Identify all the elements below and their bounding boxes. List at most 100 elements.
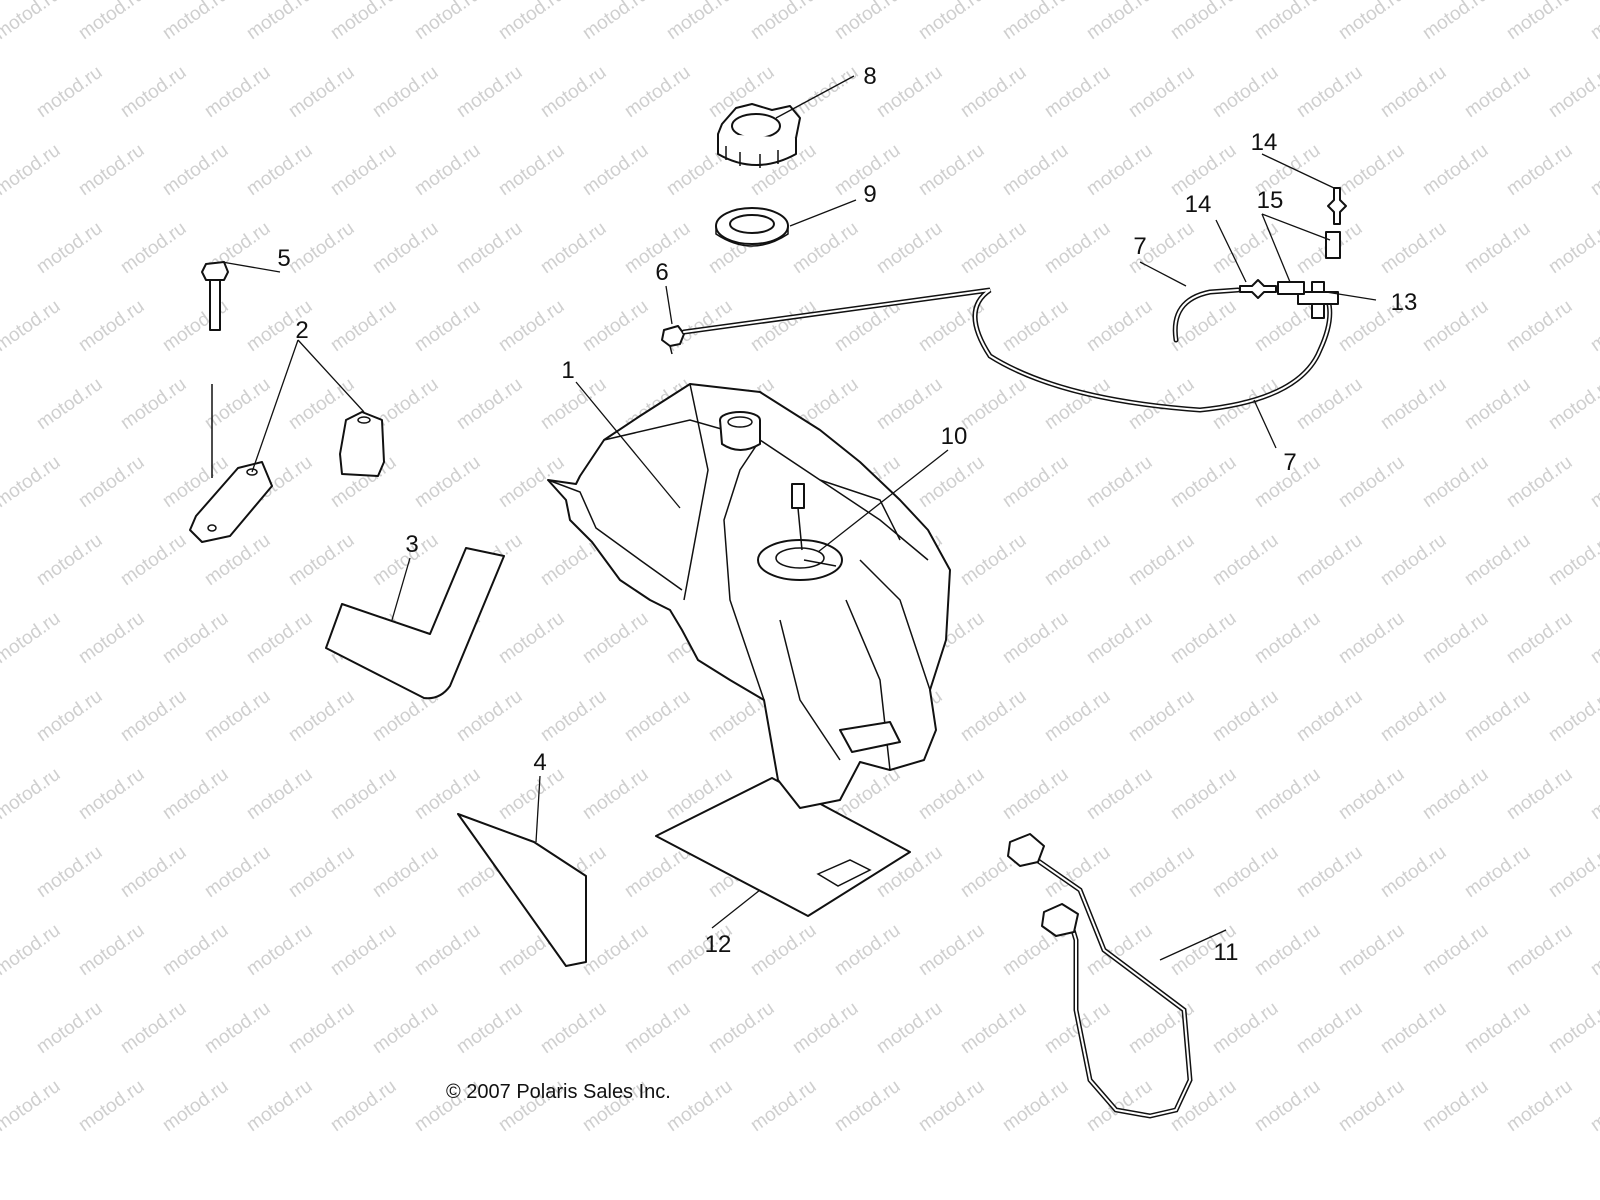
copyright-notice: © 2007 Polaris Sales Inc.: [446, 1081, 671, 1103]
watermark-text: motod.ru: [327, 296, 400, 356]
watermark-text: motod.ru: [201, 842, 274, 902]
watermark-text: motod.ru: [1083, 764, 1156, 824]
watermark-text: motod.ru: [999, 1076, 1072, 1136]
watermark-text: motod.ru: [33, 998, 106, 1058]
side-pad: [457, 813, 587, 967]
watermark-text: motod.ru: [243, 1076, 316, 1136]
watermark-text: motod.ru: [1377, 218, 1450, 278]
watermark-text: motod.ru: [1419, 608, 1492, 668]
watermark-text: motod.ru: [1545, 998, 1600, 1058]
watermark-text: motod.ru: [75, 608, 148, 668]
watermark-text: motod.ru: [1293, 62, 1366, 122]
watermark-text: motod.ru: [579, 920, 652, 980]
cap-seal-ring: [715, 207, 789, 247]
callout-1: 1: [561, 357, 574, 384]
watermark-text: motod.ru: [915, 764, 988, 824]
watermark-text: motod.ru: [1125, 686, 1198, 746]
vent-fitting: [661, 325, 685, 355]
watermark-text: motod.ru: [1461, 374, 1534, 434]
watermark-text: motod.ru: [1419, 1076, 1492, 1136]
watermark-text: motod.ru: [537, 998, 610, 1058]
watermark-text: motod.ru: [1503, 1076, 1576, 1136]
fuel-tank: [547, 383, 951, 809]
watermark-text: motod.ru: [1503, 0, 1576, 44]
watermark-text: motod.ru: [411, 920, 484, 980]
watermark-text: motod.ru: [1167, 608, 1240, 668]
watermark-text: motod.ru: [327, 0, 400, 44]
watermark-text: motod.ru: [747, 920, 820, 980]
watermark-text: motod.ru: [0, 764, 64, 824]
watermark-text: motod.ru: [33, 218, 106, 278]
watermark-text: motod.ru: [873, 998, 946, 1058]
watermark-text: motod.ru: [453, 686, 526, 746]
watermark-text: motod.ru: [285, 218, 358, 278]
watermark-text: motod.ru: [117, 218, 190, 278]
watermark-text: motod.ru: [1041, 530, 1114, 590]
watermark-text: motod.ru: [0, 920, 64, 980]
watermark-text: motod.ru: [1251, 608, 1324, 668]
watermark-text: motod.ru: [1083, 296, 1156, 356]
watermark-text: motod.ru: [243, 0, 316, 44]
check-valve-lower: [1239, 279, 1277, 299]
watermark-text: motod.ru: [159, 608, 232, 668]
watermark-text: motod.ru: [1419, 296, 1492, 356]
watermark-text: motod.ru: [873, 62, 946, 122]
watermark-text: motod.ru: [0, 0, 64, 44]
callout-13: 13: [1391, 289, 1418, 316]
watermark-text: motod.ru: [1419, 140, 1492, 200]
watermark-text: motod.ru: [957, 530, 1030, 590]
watermark-text: motod.ru: [1083, 608, 1156, 668]
watermark-text: motod.ru: [1335, 920, 1408, 980]
watermark-text: motod.ru: [579, 0, 652, 44]
watermark-text: motod.ru: [1545, 62, 1600, 122]
watermark-text: motod.ru: [369, 998, 442, 1058]
watermark-text: motod.ru: [75, 452, 148, 512]
watermark-text: motod.ru: [75, 296, 148, 356]
callout-14b: 14: [1185, 191, 1212, 218]
watermark-text: motod.ru: [1167, 0, 1240, 44]
watermark-text: motod.ru: [1377, 530, 1450, 590]
watermark-text: motod.ru: [159, 920, 232, 980]
watermark-text: motod.ru: [747, 0, 820, 44]
watermark-text: motod.ru: [747, 1076, 820, 1136]
watermark-text: motod.ru: [1545, 530, 1600, 590]
callout-14a: 14: [1251, 129, 1278, 156]
watermark-text: motod.ru: [1461, 686, 1534, 746]
watermark-text: motod.ru: [1083, 452, 1156, 512]
watermark-text: motod.ru: [579, 764, 652, 824]
watermark-text: motod.ru: [999, 452, 1072, 512]
watermark-text: motod.ru: [369, 842, 442, 902]
watermark-text: motod.ru: [579, 140, 652, 200]
watermark-text: motod.ru: [1125, 62, 1198, 122]
watermark-text: motod.ru: [0, 296, 64, 356]
watermark-text: motod.ru: [789, 218, 862, 278]
watermark-text: motod.ru: [957, 998, 1030, 1058]
callout-10: 10: [941, 423, 968, 450]
watermark-text: motod.ru: [1419, 920, 1492, 980]
watermark-text: motod.ru: [201, 686, 274, 746]
watermark-text: motod.ru: [579, 608, 652, 668]
watermark-text: motod.ru: [75, 0, 148, 44]
watermark-text: motod.ru: [1377, 374, 1450, 434]
watermark-text: motod.ru: [1209, 686, 1282, 746]
watermark-text: motod.ru: [159, 1076, 232, 1136]
watermark-text: motod.ru: [0, 608, 64, 668]
watermark-text: motod.ru: [33, 530, 106, 590]
watermark-text: motod.ru: [873, 218, 946, 278]
callout-8: 8: [863, 63, 876, 90]
watermark-text: motod.ru: [495, 296, 568, 356]
watermark-text: motod.ru: [789, 998, 862, 1058]
watermark-text: motod.ru: [1503, 608, 1576, 668]
vent-hose: [681, 287, 1333, 413]
watermark-text: motod.ru: [1335, 0, 1408, 44]
watermark-text: motod.ru: [1209, 842, 1282, 902]
callout-2: 2: [295, 317, 308, 344]
callout-3: 3: [405, 531, 418, 558]
watermark-text: motod.ru: [159, 0, 232, 44]
watermark-text: motod.ru: [663, 0, 736, 44]
watermark-text: motod.ru: [1251, 1076, 1324, 1136]
watermark-text: motod.ru: [411, 764, 484, 824]
watermark-text: motod.ru: [411, 140, 484, 200]
watermark-text: motod.ru: [33, 374, 106, 434]
